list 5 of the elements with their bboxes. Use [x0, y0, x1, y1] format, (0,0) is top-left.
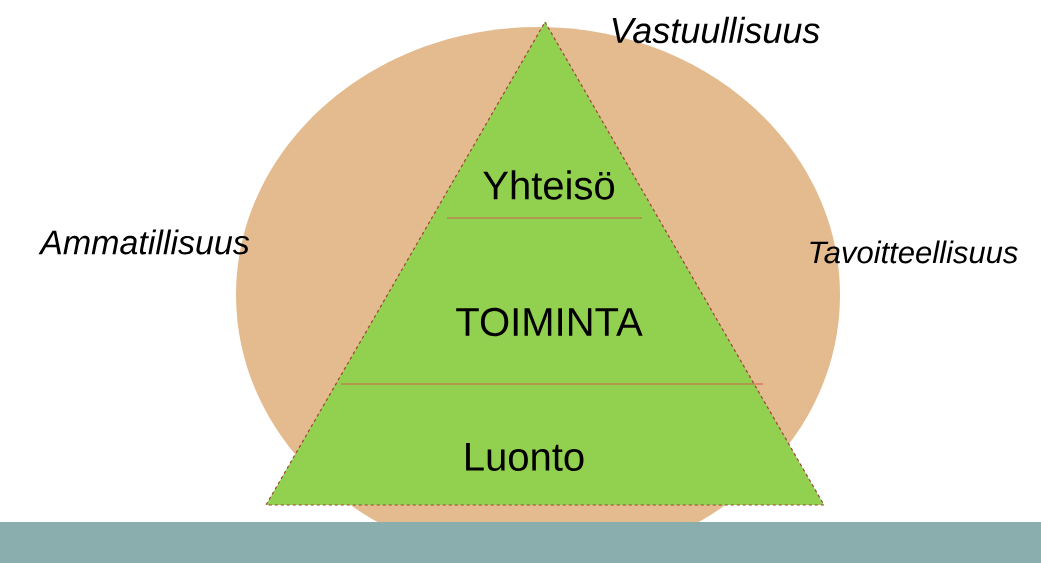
node-label: Yhteisö — [483, 170, 615, 200]
node-label: TOIMINTA — [456, 307, 643, 337]
side-label: Tavoitteellisuus — [810, 240, 1018, 264]
side-label: Vastuullisuus — [612, 16, 820, 44]
node-label: Luonto — [466, 443, 584, 471]
